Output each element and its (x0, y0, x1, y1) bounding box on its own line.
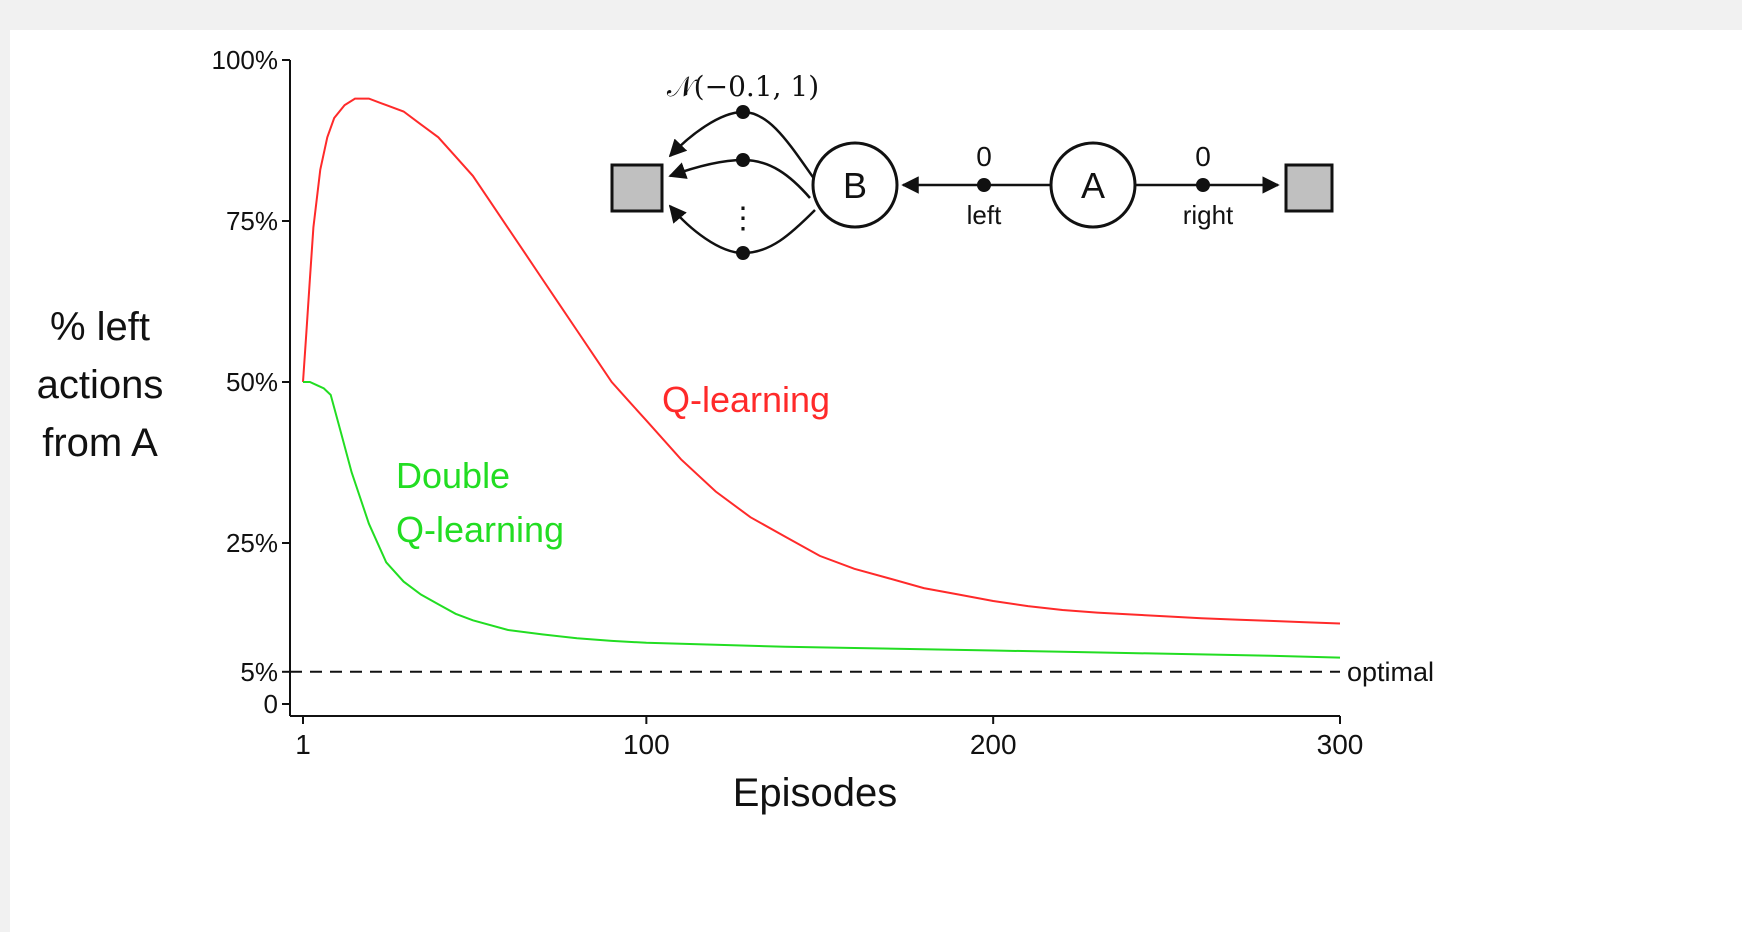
y-tick-label-1: 5% (240, 657, 278, 687)
state-a-circle (1049, 141, 1137, 229)
double-q-learning-line (303, 381, 1341, 659)
y-tick-label-3: 50% (226, 367, 278, 397)
terminal-state-right (1284, 163, 1334, 213)
more-edges-ellipsis: ⋮ (728, 202, 758, 235)
y-tick-label-0: 0 (264, 689, 278, 719)
mdp-diagram: 𝒩(−0.1, 1) ⋮ B 0 left A 0 right (610, 70, 1334, 260)
y-axis-label-line-2: actions (37, 363, 164, 407)
left-action-dot (977, 178, 991, 192)
x-tick-label-3: 300 (1317, 729, 1364, 760)
double-q-learning-series-label-line-2: Q-learning (396, 509, 564, 550)
left-action-label: left (967, 200, 1002, 230)
reward-distribution-label: 𝒩(−0.1, 1) (667, 70, 819, 103)
x-tick-label-0: 1 (295, 729, 311, 760)
right-reward-label: 0 (1195, 141, 1211, 172)
x-axis-label: Episodes (733, 771, 898, 815)
y-tick-label-5: 100% (212, 45, 279, 75)
right-action-dot (1196, 178, 1210, 192)
left-reward-label: 0 (976, 141, 992, 172)
x-tick-label-1: 100 (623, 729, 670, 760)
right-action-label: right (1183, 200, 1234, 230)
terminal-state-left (610, 163, 664, 213)
edge-dot-top (736, 105, 750, 119)
y-axis-label-line-1: % left (50, 305, 150, 349)
double-q-learning-series-label-line-1: Double (396, 455, 510, 496)
state-b-label: B (843, 165, 867, 206)
state-a-label: A (1081, 165, 1105, 206)
optimal-label: optimal (1347, 657, 1434, 687)
state-b-circle (811, 141, 899, 229)
line-chart: % left actions from A 05%25%50%75%100% 1… (37, 45, 1434, 815)
q-learning-series-label: Q-learning (662, 379, 830, 420)
edge-dot-middle (736, 153, 750, 167)
y-axis-label-line-3: from A (42, 421, 158, 465)
y-tick-label-2: 25% (226, 528, 278, 558)
x-tick-label-2: 200 (970, 729, 1017, 760)
q-learning-line (302, 97, 1341, 625)
edge-dot-bottom (736, 246, 750, 260)
y-tick-label-4: 75% (226, 206, 278, 236)
